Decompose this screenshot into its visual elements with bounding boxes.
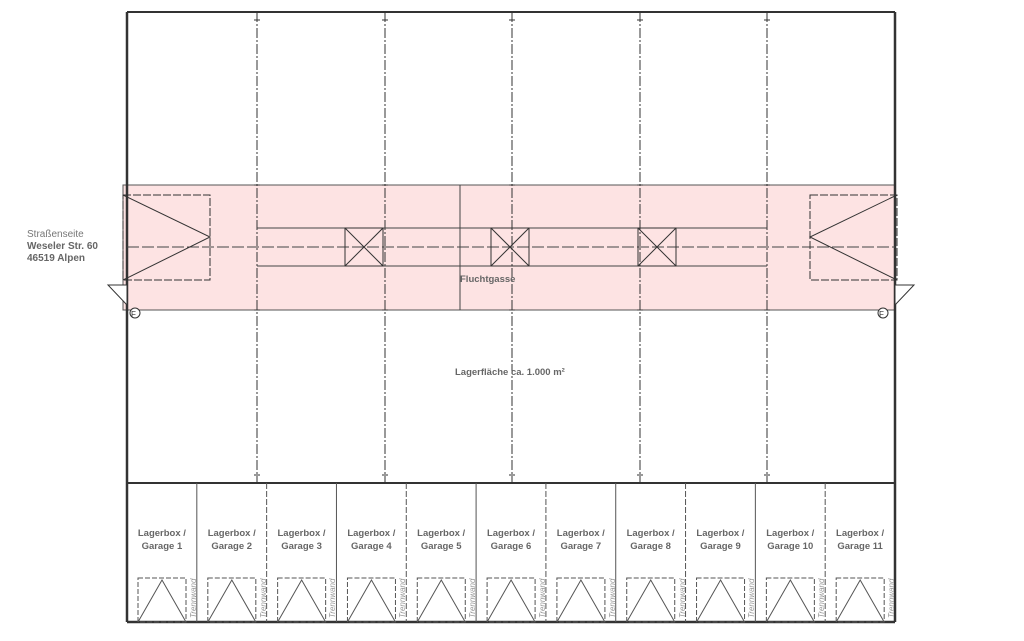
partition-label: Trennwand <box>258 578 268 618</box>
garage-label: Lagerbox / Garage 4 <box>336 527 406 553</box>
door-right <box>808 194 898 281</box>
garage-label-line1: Lagerbox / <box>836 528 885 539</box>
street-city: 46519 Alpen <box>27 253 85 264</box>
street-side-label: Straßenseite <box>27 229 84 240</box>
garage-label-line1: Lagerbox / <box>556 528 605 539</box>
garage-label: Lagerbox / Garage 8 <box>616 527 686 553</box>
garage-label-line1: Lagerbox / <box>486 528 535 539</box>
garage-door <box>346 577 396 623</box>
skylight-box <box>490 227 530 267</box>
garage-door-swing <box>347 578 396 623</box>
garage-door-swing <box>137 578 187 623</box>
partition-label: Trennwand <box>607 578 617 618</box>
garage-label: Lagerbox / Garage 2 <box>197 527 267 553</box>
partition-label: Trennwand <box>677 578 687 618</box>
garage-door <box>277 577 327 623</box>
street-address: Straßenseite Weseler Str. 60 46519 Alpen <box>27 229 98 265</box>
column-lines <box>254 12 770 483</box>
garage-label-line2: Garage 8 <box>630 541 671 552</box>
garage-label: Lagerbox / Garage 1 <box>127 527 197 553</box>
partition-label: Trennwand <box>537 578 547 618</box>
door-left <box>122 194 212 281</box>
street-name: Weseler Str. 60 <box>27 241 98 252</box>
garage-label-line2: Garage 4 <box>351 541 392 552</box>
garage-label: Lagerbox / Garage 11 <box>825 527 895 553</box>
garage-label-line1: Lagerbox / <box>207 528 256 539</box>
skylight-diagonal <box>637 227 677 267</box>
skylight-box <box>637 227 677 267</box>
garage-door-swing <box>416 578 466 623</box>
garage-door-swing <box>207 578 257 623</box>
garage-door-swing <box>486 578 536 623</box>
skylight-diagonal <box>490 227 530 267</box>
garage-door <box>416 577 466 623</box>
garage-door <box>626 577 676 623</box>
partition-label: Trennwand <box>328 578 338 618</box>
garage-label: Lagerbox / Garage 9 <box>686 527 756 553</box>
skylight-box <box>344 227 384 267</box>
garage-label: Lagerbox / Garage 7 <box>546 527 616 553</box>
garage-door <box>207 577 257 623</box>
garage-door <box>765 577 815 623</box>
garage-label-line2: Garage 2 <box>211 541 253 552</box>
partition-label: Trennwand <box>887 578 896 618</box>
partition-label: Trennwand <box>817 578 827 618</box>
garage-label-line1: Lagerbox / <box>626 528 675 539</box>
garage-label-line1: Lagerbox / <box>696 528 745 539</box>
partition-label: Trennwand <box>747 578 757 618</box>
garage-door-swing <box>835 578 885 623</box>
garage-label-line1: Lagerbox / <box>766 528 815 539</box>
garage-door <box>696 577 746 623</box>
garage-label: Lagerbox / Garage 6 <box>476 527 546 553</box>
garage-label-line2: Garage 6 <box>490 541 532 552</box>
partition-label: Trennwand <box>188 578 198 618</box>
garage-door <box>137 577 187 623</box>
garage-label-line2: Garage 3 <box>281 541 322 552</box>
exit-signs <box>106 284 916 319</box>
garage-door-swing <box>765 578 815 623</box>
garage-label-line2: Garage 10 <box>767 541 814 552</box>
garage-label-line2: Garage 9 <box>700 541 741 552</box>
garage-row <box>137 483 885 623</box>
garage-label-line1: Lagerbox / <box>347 528 396 539</box>
garage-label: Lagerbox / Garage 3 <box>267 527 337 553</box>
garage-label-line2: Garage 5 <box>420 541 462 552</box>
garage-door <box>486 577 536 623</box>
garage-label-line1: Lagerbox / <box>417 528 466 539</box>
garage-label-line2: Garage 11 <box>837 541 883 552</box>
garage-label-line1: Lagerbox / <box>137 528 186 539</box>
garage-label-line1: Lagerbox / <box>277 528 326 539</box>
garage-door-swing <box>277 578 327 623</box>
partition-label: Trennwand <box>398 578 408 618</box>
garage-door <box>835 577 885 623</box>
storage-area-label: Lagerfläche ca. 1.000 m² <box>455 367 565 378</box>
escape-corridor-label: Fluchtgasse <box>460 274 516 285</box>
garage-label: Lagerbox / Garage 10 <box>755 527 825 553</box>
partition-label: Trennwand <box>468 578 478 618</box>
garage-label-line2: Garage 7 <box>560 541 602 552</box>
garage-door-swing <box>626 578 676 623</box>
garage-door <box>556 577 606 623</box>
skylight-diagonal <box>344 227 384 267</box>
garage-label-line2: Garage 1 <box>141 541 183 552</box>
exit-marker-left: F <box>131 310 136 319</box>
exit-marker-right: F <box>879 310 884 319</box>
garage-door-swing <box>556 578 606 623</box>
garage-door-swing <box>696 578 745 623</box>
skylight-markers <box>344 227 677 267</box>
garage-label: Lagerbox / Garage 5 <box>406 527 476 553</box>
